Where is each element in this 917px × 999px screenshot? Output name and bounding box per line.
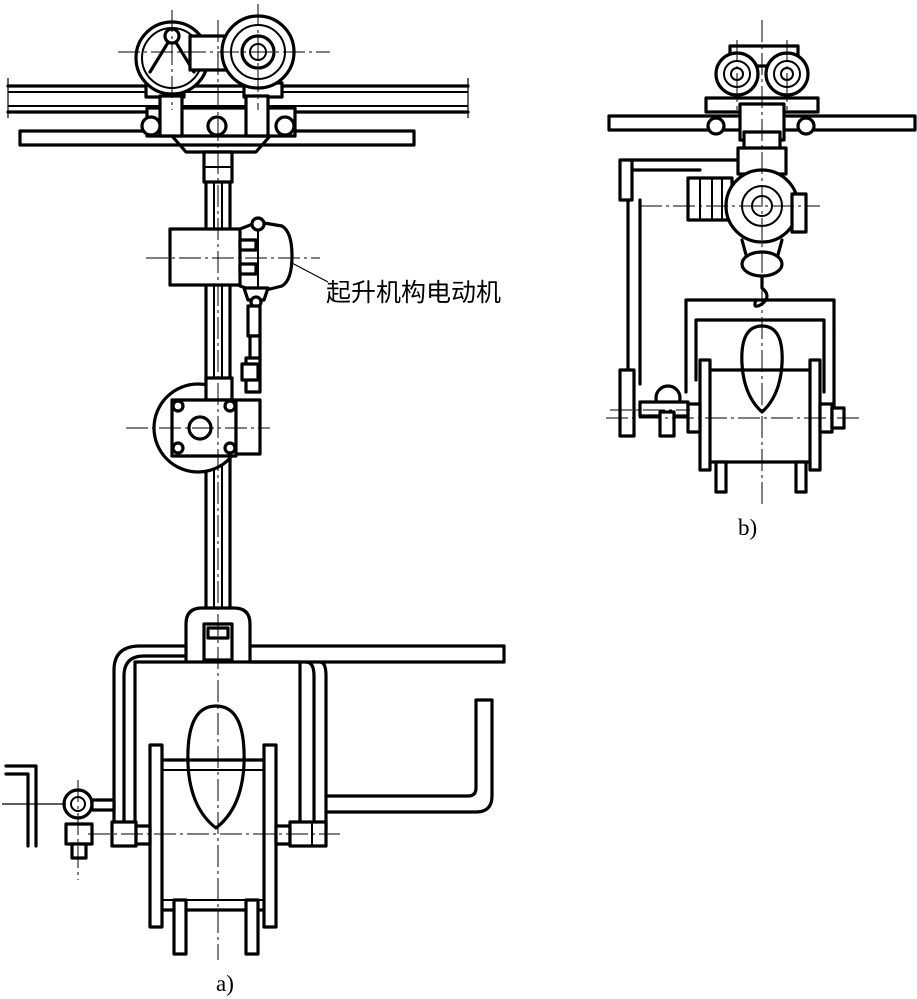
centerlines-a xyxy=(77,4,340,960)
centerlines-b xyxy=(606,20,862,506)
side-frame-b xyxy=(618,158,740,398)
caption-view-b: b) xyxy=(738,515,758,540)
caption-view-a: a) xyxy=(216,971,234,996)
hoist-motor-a xyxy=(168,216,329,309)
side-arm-a xyxy=(324,698,494,814)
chain-a xyxy=(240,304,262,394)
drum-b xyxy=(698,324,822,494)
hoist-motor-label: 起升机构电动机 xyxy=(326,278,502,307)
spreader-frame-a xyxy=(112,644,506,832)
spreader-frame-b xyxy=(684,298,836,422)
hoist-unit-b xyxy=(686,146,808,308)
